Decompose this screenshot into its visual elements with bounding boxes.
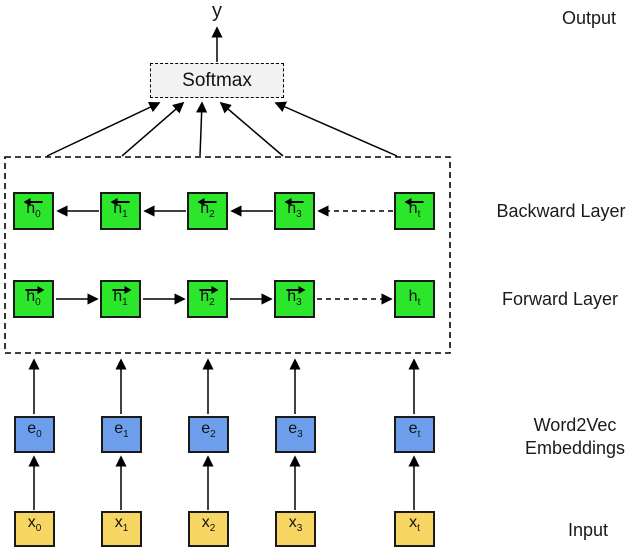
node-label: h0 <box>26 287 41 308</box>
input-to-embedding-arrows <box>28 455 420 510</box>
node-label: h1 <box>113 199 128 220</box>
node-label: xt <box>409 513 420 534</box>
embeddings-label: Word2Vec Embeddings <box>524 415 626 458</box>
input-node-x1: x1 <box>101 511 142 547</box>
input-layer-label: Input <box>567 520 609 540</box>
node-label: ht <box>408 199 421 220</box>
vector-arrow-left-icon <box>284 198 303 206</box>
node-label: ht <box>408 287 421 308</box>
forward-node-h1: h1 <box>100 280 141 318</box>
vector-arrow-left-icon <box>110 198 129 206</box>
node-label: x1 <box>114 513 129 534</box>
node-label: h1 <box>113 287 128 308</box>
forward-node-ht: ht <box>394 280 435 318</box>
input-node-x0: x0 <box>14 511 55 547</box>
embedding-to-layers-arrows <box>28 358 420 414</box>
backward-node-h2: h2 <box>187 192 228 230</box>
input-node-xt: xt <box>394 511 435 547</box>
node-label: et <box>408 419 421 440</box>
input-node-x2: x2 <box>188 511 229 547</box>
vector-arrow-left-icon <box>404 198 423 206</box>
vector-arrow-right-icon <box>286 286 305 294</box>
softmax-label: Softmax <box>182 69 252 91</box>
node-label: e0 <box>27 419 42 440</box>
backward-node-h0: h0 <box>13 192 54 230</box>
embedding-node-e1: e1 <box>101 416 142 453</box>
node-label: e3 <box>288 419 303 440</box>
node-label: h0 <box>26 199 41 220</box>
recurrent-layers-dashed-box <box>4 156 451 354</box>
embedding-node-e3: e3 <box>275 416 316 453</box>
embedding-node-e2: e2 <box>188 416 229 453</box>
output-layer-label: Output <box>561 8 617 28</box>
backward-layer-label: Backward Layer <box>496 201 626 221</box>
forward-layer-label: Forward Layer <box>501 289 619 309</box>
vector-arrow-left-icon <box>23 198 42 206</box>
backward-node-h3: h3 <box>274 192 315 230</box>
node-label: h2 <box>200 199 215 220</box>
forward-node-h2: h2 <box>187 280 228 318</box>
input-node-x3: x3 <box>275 511 316 547</box>
vector-arrow-right-icon <box>25 286 44 294</box>
backward-node-ht: ht <box>394 192 435 230</box>
vector-arrow-left-icon <box>197 198 216 206</box>
node-label: e2 <box>201 419 216 440</box>
forward-node-h3: h3 <box>274 280 315 318</box>
softmax-box: Softmax <box>150 63 284 98</box>
embedding-node-et: et <box>394 416 435 453</box>
layers-to-softmax-arrows <box>46 101 398 157</box>
output-symbol: y <box>212 0 222 22</box>
backward-node-h1: h1 <box>100 192 141 230</box>
node-label: h3 <box>287 287 302 308</box>
node-label: x3 <box>288 513 303 534</box>
node-label: e1 <box>114 419 129 440</box>
vector-arrow-right-icon <box>199 286 218 294</box>
node-label: x0 <box>27 513 42 534</box>
node-label: x2 <box>201 513 216 534</box>
forward-node-h0: h0 <box>13 280 54 318</box>
node-label: h3 <box>287 199 302 220</box>
node-label: h2 <box>200 287 215 308</box>
vector-arrow-right-icon <box>112 286 131 294</box>
embedding-node-e0: e0 <box>14 416 55 453</box>
